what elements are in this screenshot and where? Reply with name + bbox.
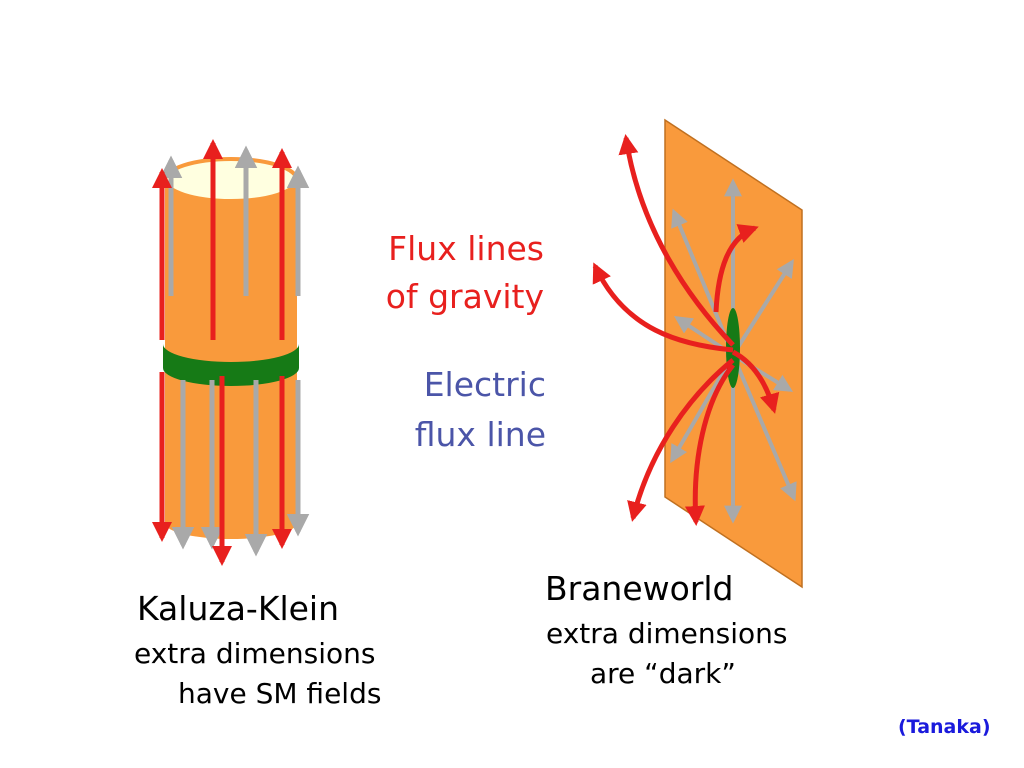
gravity-flux-line [618, 134, 735, 347]
electric-flux-label-line1: Electric [423, 365, 546, 404]
kaluza-klein-cylinder [152, 139, 310, 566]
gravity-flux-label-line1: Flux lines [388, 229, 544, 268]
kaluza-klein-subtitle-line1: extra dimensions [134, 637, 376, 670]
gravity-flux-line [627, 358, 735, 522]
gravity-flux-line [731, 349, 780, 414]
brane-gravity-flux [592, 134, 780, 526]
credit-label: (Tanaka) [898, 716, 991, 738]
electric-flux-line [670, 353, 735, 464]
electric-flux-label-line2: flux line [414, 415, 546, 454]
cylinder-body [165, 180, 297, 539]
sm-field-band [163, 344, 299, 386]
electric-flux-line [731, 354, 797, 502]
electric-flux-line [731, 258, 794, 357]
kaluza-klein-subtitle-line2: have SM fields [178, 677, 382, 710]
gravity-flux-line [592, 262, 734, 353]
braneworld-subtitle-line2: are “dark” [590, 657, 736, 690]
braneworld-title: Braneworld [545, 569, 734, 608]
braneworld-subtitle-line1: extra dimensions [546, 617, 788, 650]
gravity-flux-line [713, 224, 759, 313]
cylinder-top-opening [163, 157, 299, 203]
gravity-flux-line [684, 363, 735, 526]
kaluza-klein-title: Kaluza-Klein [137, 589, 340, 628]
braneworld-diagram [592, 118, 803, 589]
gravity-flux-label-line2: of gravity [385, 277, 544, 316]
